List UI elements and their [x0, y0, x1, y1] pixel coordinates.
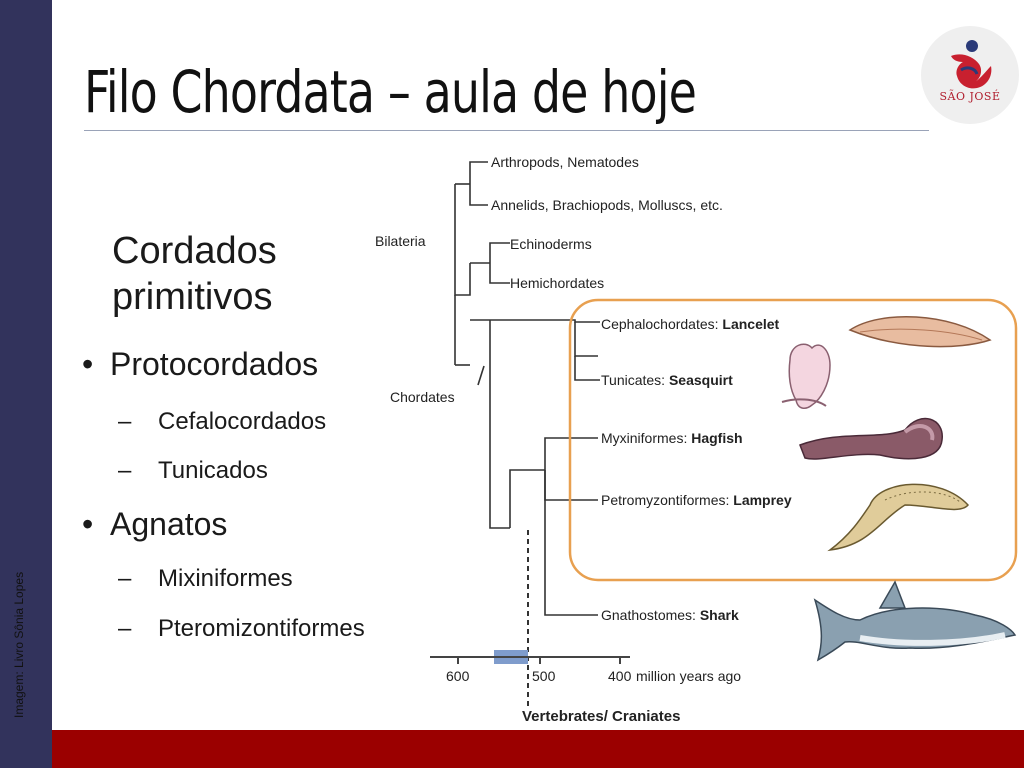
- tree-branches: [454, 161, 600, 616]
- bullet-item: • Agnatos: [82, 506, 227, 543]
- bullet-dot: •: [82, 506, 94, 542]
- dash-icon: –: [118, 457, 132, 484]
- slide-title: Filo Chordata – aula de hoje: [84, 58, 697, 126]
- sub-item: –Mixiniformes: [118, 565, 293, 593]
- taxon-label: Hemichordates: [510, 275, 605, 291]
- sub-item-label: Pteromizontiformes: [158, 615, 365, 642]
- bullet-label: Protocordados: [110, 346, 319, 382]
- time-tick-label: 400: [608, 668, 632, 684]
- lancelet-icon: [848, 316, 992, 348]
- taxon-label: Cephalochordates: Lancelet: [601, 316, 780, 332]
- taxon-label: Annelids, Brachiopods, Molluscs, etc.: [491, 197, 723, 213]
- highlight-box: [568, 298, 1018, 582]
- sub-item: –Cefalocordados: [118, 408, 326, 436]
- taxon-label: Petromyzontiformes: Lamprey: [601, 492, 792, 508]
- taxon-label: Echinoderms: [510, 236, 592, 252]
- taxon-label: Arthropods, Nematodes: [491, 154, 639, 170]
- sub-item-label: Cefalocordados: [158, 408, 327, 435]
- content-heading: Cordados primitivos: [112, 230, 277, 318]
- bullet-item: • Protocordados: [82, 346, 318, 383]
- sidebar-band: [0, 0, 52, 768]
- shark-icon: [813, 580, 1017, 662]
- time-tick-label: 500: [532, 668, 556, 684]
- image-credit: Imagem: Livro Sônia Lopes: [12, 571, 26, 718]
- bullet-label: Agnatos: [110, 506, 228, 542]
- sub-item-label: Tunicados: [158, 457, 268, 484]
- footer-band: [52, 730, 1024, 768]
- sub-item: –Pteromizontiformes: [118, 615, 365, 643]
- taxon-label: Gnathostomes: Shark: [601, 607, 739, 623]
- taxon-label: Myxiniformes: Hagfish: [601, 430, 743, 446]
- label-bilateria: Bilateria: [375, 233, 426, 249]
- dash-icon: –: [118, 408, 132, 435]
- seasquirt-icon: [781, 343, 831, 410]
- sub-item: –Tunicados: [118, 457, 268, 485]
- label-vertebrates: Vertebrates/ Craniates: [522, 708, 681, 725]
- logo-emblem-icon: [951, 40, 992, 89]
- time-unit-label: million years ago: [636, 668, 742, 684]
- school-logo: SÃO JOSÉ: [921, 26, 1019, 124]
- logo-text: SÃO JOSÉ: [939, 90, 1001, 103]
- bullet-dot: •: [82, 346, 94, 382]
- taxon-label: Tunicates: Seasquirt: [601, 372, 733, 388]
- dash-icon: –: [118, 565, 132, 592]
- title-underline: [84, 130, 929, 131]
- label-chordates: Chordates: [390, 389, 455, 405]
- lamprey-icon: [827, 483, 969, 552]
- dash-icon: –: [118, 615, 132, 642]
- time-interval-bar: [494, 650, 528, 664]
- hagfish-icon: [799, 417, 943, 460]
- sub-item-label: Mixiniformes: [158, 565, 293, 592]
- time-tick-label: 600: [446, 668, 470, 684]
